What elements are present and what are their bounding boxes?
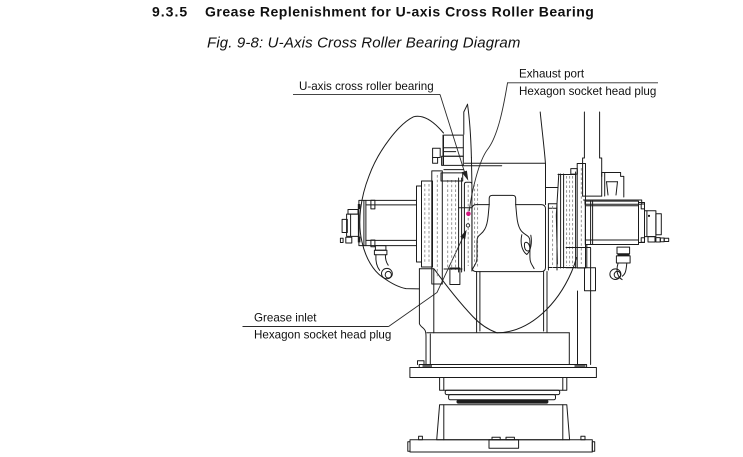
- svg-text:Hexagon socket head plug: Hexagon socket head plug: [254, 329, 391, 342]
- svg-text:9.3.5: 9.3.5: [152, 4, 188, 20]
- svg-text:U-axis cross roller bearing: U-axis cross roller bearing: [299, 80, 434, 93]
- svg-text:Grease Replenishment for U-axi: Grease Replenishment for U-axis Cross Ro…: [205, 4, 594, 20]
- svg-text:Fig. 9-8: U-Axis Cross Roller: Fig. 9-8: U-Axis Cross Roller Bearing Di…: [207, 35, 521, 52]
- svg-text:Exhaust port: Exhaust port: [519, 68, 585, 81]
- svg-text:Grease inlet: Grease inlet: [254, 312, 317, 325]
- svg-text:Hexagon socket head plug: Hexagon socket head plug: [519, 85, 656, 98]
